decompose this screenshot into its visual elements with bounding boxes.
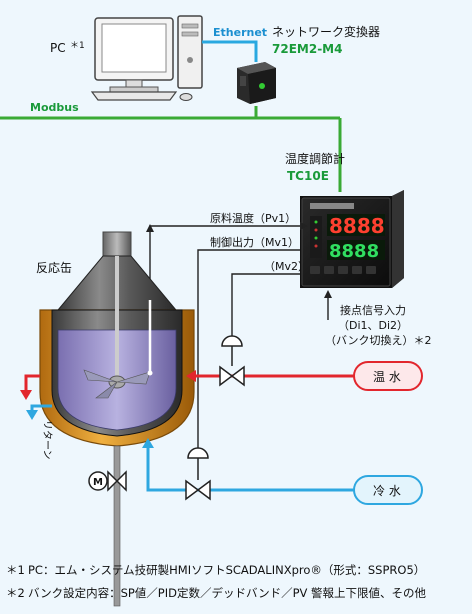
footnote-2-text: バンク設定内容：SP値／PID定数／デッドバンド／PV 警報上下限値、その他 [28, 586, 427, 600]
contact-arrowhead [324, 290, 332, 298]
motor-valve: M [88, 470, 127, 492]
pv1-arrowhead [300, 222, 308, 230]
network-converter [237, 62, 276, 104]
controller-name: 温度調節計 [285, 151, 345, 166]
pv1-label: 原料温度（Pv1） [210, 211, 296, 225]
hot-water-source: 温 水 [353, 361, 423, 391]
pc-footnote-mark: ＊1 [70, 41, 85, 51]
controller-model: TC10E [287, 169, 329, 183]
controller-display-bottom: 8888 [329, 241, 379, 262]
cold-water-label: 冷 水 [373, 484, 401, 498]
footnote-1-text: PC：エム・システム技研製HMIソフトSCADALINXpro®（形式：SSPR… [28, 563, 426, 577]
footnote-2-mark: ＊2 [6, 586, 25, 600]
controller-display-top: 8888 [329, 214, 385, 238]
pv1-probe-arrowhead [146, 224, 154, 232]
converter-name: ネットワーク変換器 [272, 24, 380, 39]
temperature-controller: 8888 8888 [300, 190, 404, 288]
hot-water-valve [219, 335, 245, 387]
converter-model: 72EM2-M4 [272, 42, 342, 56]
return-label: リターン [41, 420, 53, 460]
modbus-label: Modbus [30, 101, 79, 114]
reactor-vessel [39, 231, 195, 607]
motor-label: M [93, 477, 103, 488]
cold-water-valve [185, 447, 211, 501]
mv2-label: （Mv2） [264, 260, 309, 273]
footnote-1-mark: ＊1 [6, 563, 25, 577]
pc-computer [90, 15, 203, 101]
pc-label: PC [50, 41, 66, 55]
contact-line1: 接点信号入力 [340, 304, 406, 317]
contact-line3: （バンク切換え）＊2 [325, 334, 432, 347]
contact-line2: （Di1、Di2） [338, 319, 408, 332]
ethernet-label: Ethernet [213, 26, 267, 39]
mv1-label: 制御出力（Mv1） [210, 235, 299, 249]
ethernet-line [202, 40, 258, 62]
cold-water-source: 冷 水 [353, 475, 423, 505]
cold-water-line [26, 404, 354, 492]
hot-water-label: 温 水 [373, 370, 401, 384]
reactor-label: 反応缶 [36, 261, 72, 275]
